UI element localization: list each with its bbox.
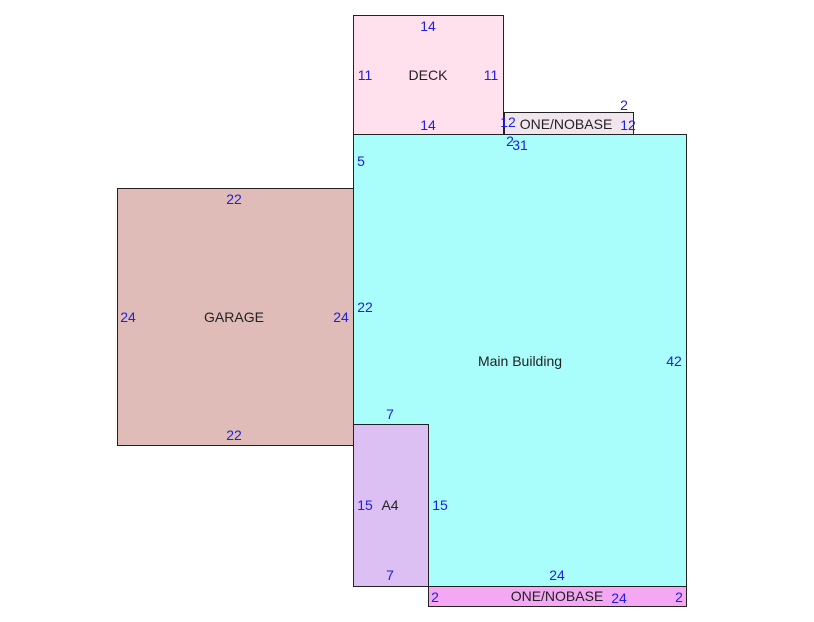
one-nobase-top-dim-top: 2 [620,97,628,113]
deck-dim-left: 11 [357,67,373,83]
a4-dim-left: 15 [357,497,373,513]
one-nobase-top-label: ONE/NOBASE [519,116,613,132]
garage-area[interactable] [117,188,354,446]
deck-area[interactable] [353,15,504,135]
one-nobase-bottom-dim-left: 2 [431,589,439,605]
one-nobase-top-dim-left: 12 [500,114,516,130]
one-nobase-top-dim-right: 12 [620,117,636,133]
deck-dim-top: 14 [420,18,436,34]
main-dim-right: 42 [666,353,682,369]
a4-dim-right: 15 [432,497,448,513]
garage-dim-bottom: 22 [226,427,242,443]
main-dim-bottom: 24 [549,567,565,583]
main-building-label: Main Building [477,353,563,369]
deck-label: DECK [408,67,448,83]
one-nobase-bottom-label: ONE/NOBASE [510,588,604,604]
main-dim-left-upper: 5 [357,153,365,169]
garage-dim-left: 24 [120,309,136,325]
a4-area[interactable] [353,424,429,587]
deck-dim-right: 11 [483,67,499,83]
one-nobase-bottom-dim-right: 2 [675,589,683,605]
main-dim-top: 31 [512,137,528,153]
garage-dim-right: 24 [333,309,349,325]
one-nobase-bottom-area[interactable] [428,586,687,607]
garage-label: GARAGE [204,309,264,325]
garage-dim-top: 22 [226,191,242,207]
a4-dim-bottom: 7 [386,567,394,583]
main-dim-left-mid: 22 [357,299,373,315]
main-dim-notch: 7 [386,406,394,422]
one-nobase-bottom-dim-bottom: 24 [611,590,627,606]
one-nobase-top-dim-bottom: 2 [506,133,514,149]
a4-label: A4 [381,497,399,513]
deck-dim-bottom: 14 [420,117,436,133]
